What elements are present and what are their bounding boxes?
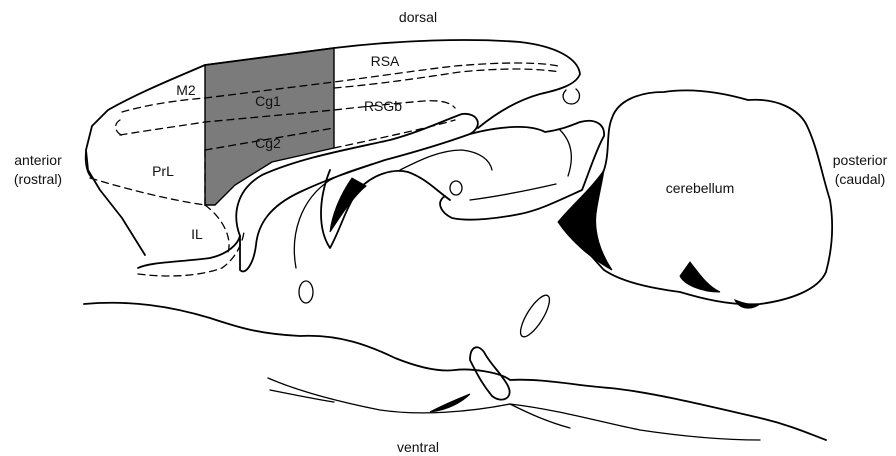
aqueduct-line — [470, 184, 556, 200]
label-anterior: anterior — [14, 152, 62, 168]
cerebellum-dark-fold — [558, 170, 612, 270]
anterior-commissure — [299, 281, 313, 303]
label-prl: PrL — [152, 163, 174, 179]
cerebellum-outline — [570, 90, 832, 304]
ventricle-black — [330, 178, 366, 232]
label-caudal: (caudal) — [835, 171, 886, 187]
label-rostral: (rostral) — [14, 171, 62, 187]
habenula — [450, 181, 462, 195]
thalamus-outline — [400, 150, 492, 170]
rsa-knob — [563, 89, 579, 104]
brainstem-outline — [84, 303, 826, 440]
boundary-rsa-rsgb — [334, 69, 560, 88]
label-ventral: ventral — [397, 439, 439, 455]
label-cerebellum: cerebellum — [666, 180, 734, 196]
ventral-base — [268, 378, 760, 440]
pons-line — [510, 404, 570, 428]
cerebellum-dark-fold-lower — [680, 262, 720, 292]
midbrain-oval — [515, 291, 554, 340]
label-rsgb: RSGb — [364, 98, 402, 114]
label-cg1: Cg1 — [255, 93, 281, 109]
colliculus-inner — [560, 130, 571, 176]
label-il: IL — [191, 226, 203, 242]
label-rsa: RSA — [371, 53, 400, 69]
boundary-prl-il — [90, 178, 205, 205]
cortex-lower-edge — [138, 236, 240, 268]
cingulate-highlight-region — [205, 48, 334, 205]
label-m2: M2 — [176, 82, 196, 98]
pituitary — [470, 347, 510, 399]
pituitary-stalk-black — [430, 394, 470, 412]
label-dorsal: dorsal — [399, 9, 437, 25]
boundary-prl-anterior — [116, 120, 124, 136]
label-posterior: posterior — [833, 152, 888, 168]
boundary-il-inner — [205, 205, 229, 252]
olfactory-ventral — [270, 390, 334, 402]
label-cg2: Cg2 — [255, 135, 281, 151]
